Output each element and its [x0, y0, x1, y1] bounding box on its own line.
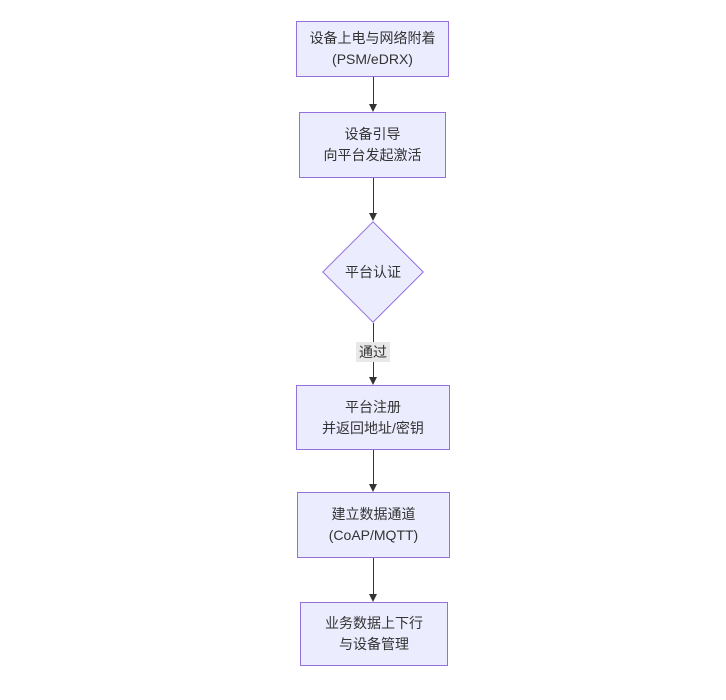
flow-node-platform-register: 平台注册 并返回地址/密钥 — [296, 385, 450, 450]
arrow-line — [372, 558, 374, 594]
arrow-channel-to-business — [368, 558, 378, 602]
node-text-line: 业务数据上下行 — [325, 615, 423, 631]
flow-node-data-channel: 建立数据通道 (CoAP/MQTT) — [297, 492, 450, 558]
flow-node-business-data: 业务数据上下行 与设备管理 — [300, 602, 448, 666]
node-text-line: 向平台发起激活 — [323, 147, 422, 163]
arrow-head-icon — [369, 104, 377, 112]
node-text-line: 并返回地址/密钥 — [322, 419, 424, 436]
node-text-line: 设备引导 — [344, 126, 401, 142]
arrow-line — [372, 77, 374, 104]
arrow-head-icon — [369, 213, 377, 221]
arrow-head-icon — [369, 377, 377, 385]
arrow-attach-to-bootstrap — [368, 77, 378, 112]
arrow-head-icon — [369, 594, 377, 602]
node-text-line: (PSM/eDRX) — [332, 51, 413, 67]
node-text-line: 设备上电与网络附着 — [309, 30, 436, 46]
node-text-line: 与设备管理 — [339, 636, 409, 652]
node-text-line: 平台注册 — [345, 398, 401, 415]
arrow-line — [372, 450, 374, 484]
node-text-line: (CoAP/MQTT) — [328, 527, 419, 543]
flow-decision-platform-auth: 平台认证 — [322, 221, 424, 323]
flow-node-power-network-attach: 设备上电与网络附着 (PSM/eDRX) — [296, 21, 449, 77]
arrow-register-to-channel — [368, 450, 378, 492]
arrow-head-icon — [369, 484, 377, 492]
node-text-line: 平台认证 — [345, 264, 401, 280]
arrow-line — [372, 178, 374, 213]
node-text-line: 建立数据通道 — [331, 506, 416, 522]
arrow-bootstrap-to-auth — [368, 178, 378, 221]
flow-node-device-bootstrap: 设备引导 向平台发起激活 — [299, 112, 446, 178]
edge-label-pass: 通过 — [356, 342, 390, 362]
